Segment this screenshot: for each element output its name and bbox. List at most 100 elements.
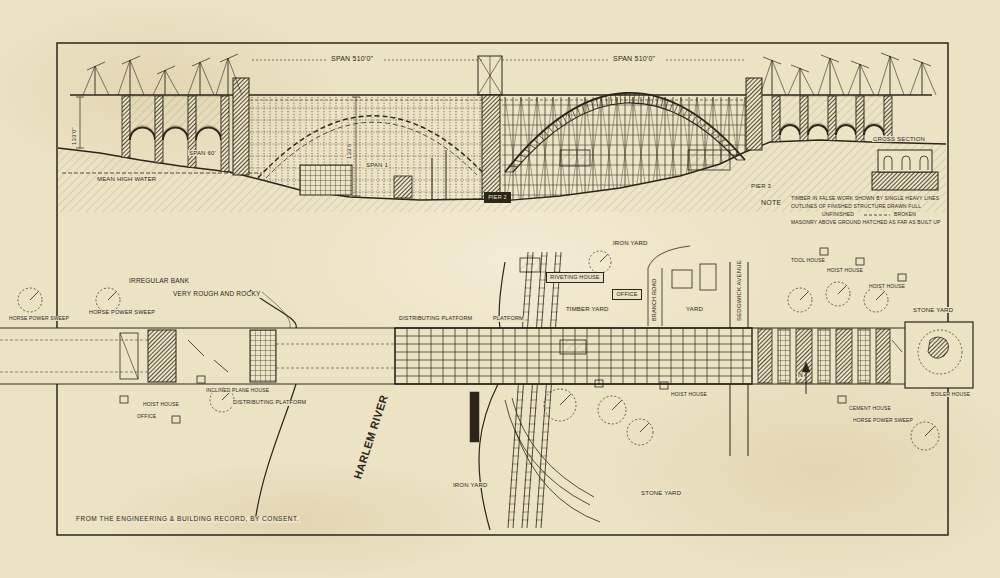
falsework-brace [502,175,746,176]
falsework-post [264,97,265,212]
approach-pier [122,96,130,158]
dimension-line [356,97,357,196]
span-dimension [666,60,744,61]
rail-tie [515,416,522,417]
approach-arch [196,128,221,141]
falsework-post [462,97,463,212]
drawing-label: NOTE [760,199,782,206]
arch-voussoir [679,107,683,115]
north-arrow-head [802,362,810,372]
rail-tie [527,440,534,441]
falsework-post [420,97,421,212]
arch-voussoir [610,95,612,105]
drawing-lines [0,53,973,530]
falsework-post [252,97,253,212]
approach-pier-plan [818,329,830,383]
small-house [820,248,828,255]
dimension-line [80,97,81,148]
falsework-post [444,97,445,212]
sweep-circle [788,288,812,312]
rail-tie [512,456,519,457]
falsework-post [633,97,634,212]
drawing-label: HOIST HOUSE [670,392,708,397]
falsework-post [438,97,439,212]
falsework-diagonal [633,97,649,212]
arch-voussoir [724,144,731,146]
arch-voussoir [567,113,571,121]
arch-voussoir [539,135,545,140]
arch-voussoir [629,93,630,103]
hoist-frame [120,333,138,379]
rail-tie [538,296,545,297]
rail-tie [554,264,561,265]
derrick-guy [772,60,786,95]
grid-line [395,368,752,369]
grid-line [407,328,408,384]
river-bank [479,384,498,530]
derrick-guy [188,62,200,95]
drawing-label: TOOL HOUSE [790,258,826,263]
bridge-strip [0,328,905,384]
falsework-post [456,97,457,212]
falsework-post [270,97,271,212]
drawing-label: TIMBER IN FALSE WORK SHOWN BY SINGLE HEA… [790,196,940,201]
sweep-arm [800,292,808,300]
dimension-tick [352,196,360,197]
curved-track [515,430,600,522]
rail-tie [524,288,531,289]
rail-tie [510,488,517,489]
shed [688,150,730,170]
approach-pier [188,96,196,167]
grid-line [719,328,720,384]
grid-line [479,328,480,384]
drawing-label: IRON YARD [612,240,648,246]
sweep-arm [640,423,649,432]
right-arch-inner [513,103,737,172]
derrick-boom [87,62,105,70]
falsework-post [354,97,355,212]
arch-voussoir [661,99,664,108]
falsework-post [665,97,666,212]
derrick-guy [165,70,179,95]
arch-voussoir [601,97,603,107]
rail-tie [525,472,532,473]
drawing-label: MEAN HIGH WATER [96,176,157,182]
falsework-brace [502,185,746,186]
pile [432,158,433,199]
approach-pier [828,96,836,140]
grid-line [695,328,696,384]
rail-tie [509,504,516,505]
cross-section-body [878,150,932,172]
rail-tie [552,288,559,289]
building-box: RIVETING HOUSE [546,272,604,283]
arch-voussoir [563,116,567,123]
rail-tie [523,304,530,305]
hoist-brace [120,333,138,379]
derrick-boom [214,360,228,372]
drawing-label: IRON YARD [452,482,488,488]
rail-tie [541,256,548,257]
sweep-arm [612,400,622,410]
sweep-circle [544,389,576,421]
falsework-post [681,97,682,212]
drawing-label: HOIST HOUSE [142,402,180,407]
grid-line [491,328,492,384]
drawing-label: BRANCH ROAD [652,278,658,322]
derrick-boom [913,59,931,66]
derrick-boom [122,56,140,64]
drawing-label: HORSE POWER SWEEP [8,316,70,321]
cross-section-arch [884,156,892,170]
small-house [898,274,906,281]
arch-voussoir [606,96,607,106]
grid-line [671,328,672,384]
box-text: OFFICE [616,292,637,298]
cofferdam [300,165,352,195]
rail-tie [530,408,537,409]
falsework-post [745,97,746,212]
approach-pier-plan [836,329,852,383]
falsework-post [390,97,391,212]
rail-tie [540,464,547,465]
derrick-mast [200,62,201,95]
small-house [660,382,668,389]
arch-ring-hatch [505,93,745,172]
